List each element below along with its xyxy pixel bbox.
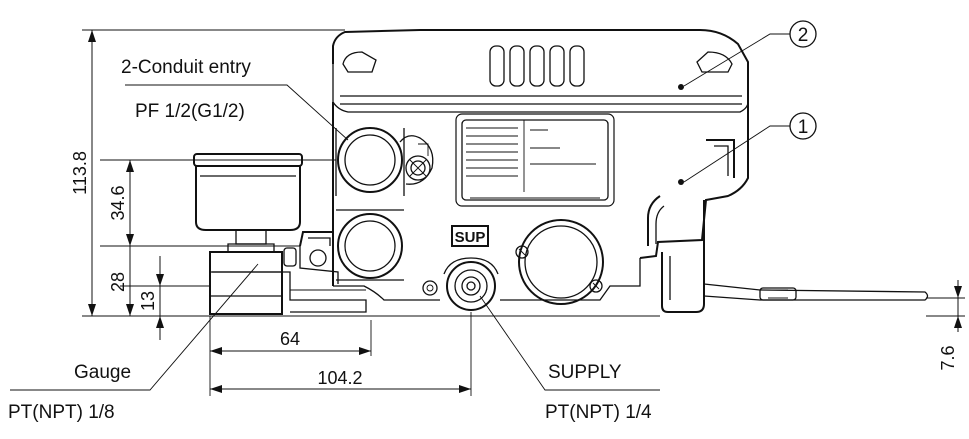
pressure-gauge <box>193 153 303 315</box>
supply-thread-label: PT(NPT) 1/4 <box>545 402 652 423</box>
callout-2: 2 <box>683 20 817 87</box>
dim-supply-offset: 104.2 <box>317 368 362 388</box>
gauge-label: Gauge <box>74 362 131 383</box>
dim-total-height: 113.8 <box>70 151 90 195</box>
dim-port-height: 28 <box>108 272 128 292</box>
callout-1: 1 <box>683 112 817 183</box>
dimensions: 113.8 34.6 28 13 64 104.2 7.6 <box>70 29 965 396</box>
nameplate-lines <box>466 127 600 199</box>
dim-gauge-height: 34.6 <box>108 185 128 220</box>
supply-callout: SUPPLY PT(NPT) 1/4 <box>479 295 660 423</box>
callout-2-number: 2 <box>798 25 809 46</box>
conduit-thread-label: PF 1/2(G1/2) <box>135 101 245 122</box>
dim-feedback-offset: 7.6 <box>938 345 958 370</box>
dim-supply-height: 13 <box>138 291 158 311</box>
gauge-callout: Gauge PT(NPT) 1/8 <box>8 263 259 423</box>
callout-1-number: 1 <box>798 117 809 138</box>
positioner-body: SUP <box>212 29 929 313</box>
dim-gauge-offset: 64 <box>280 329 300 349</box>
conduit-entry-label: 2-Conduit entry <box>121 57 251 78</box>
conduit-entry-callout: 2-Conduit entry PF 1/2(G1/2) <box>121 57 349 141</box>
supply-label: SUPPLY <box>548 362 622 383</box>
sup-port-label: SUP <box>455 229 486 246</box>
gauge-thread-label: PT(NPT) 1/8 <box>8 402 115 423</box>
